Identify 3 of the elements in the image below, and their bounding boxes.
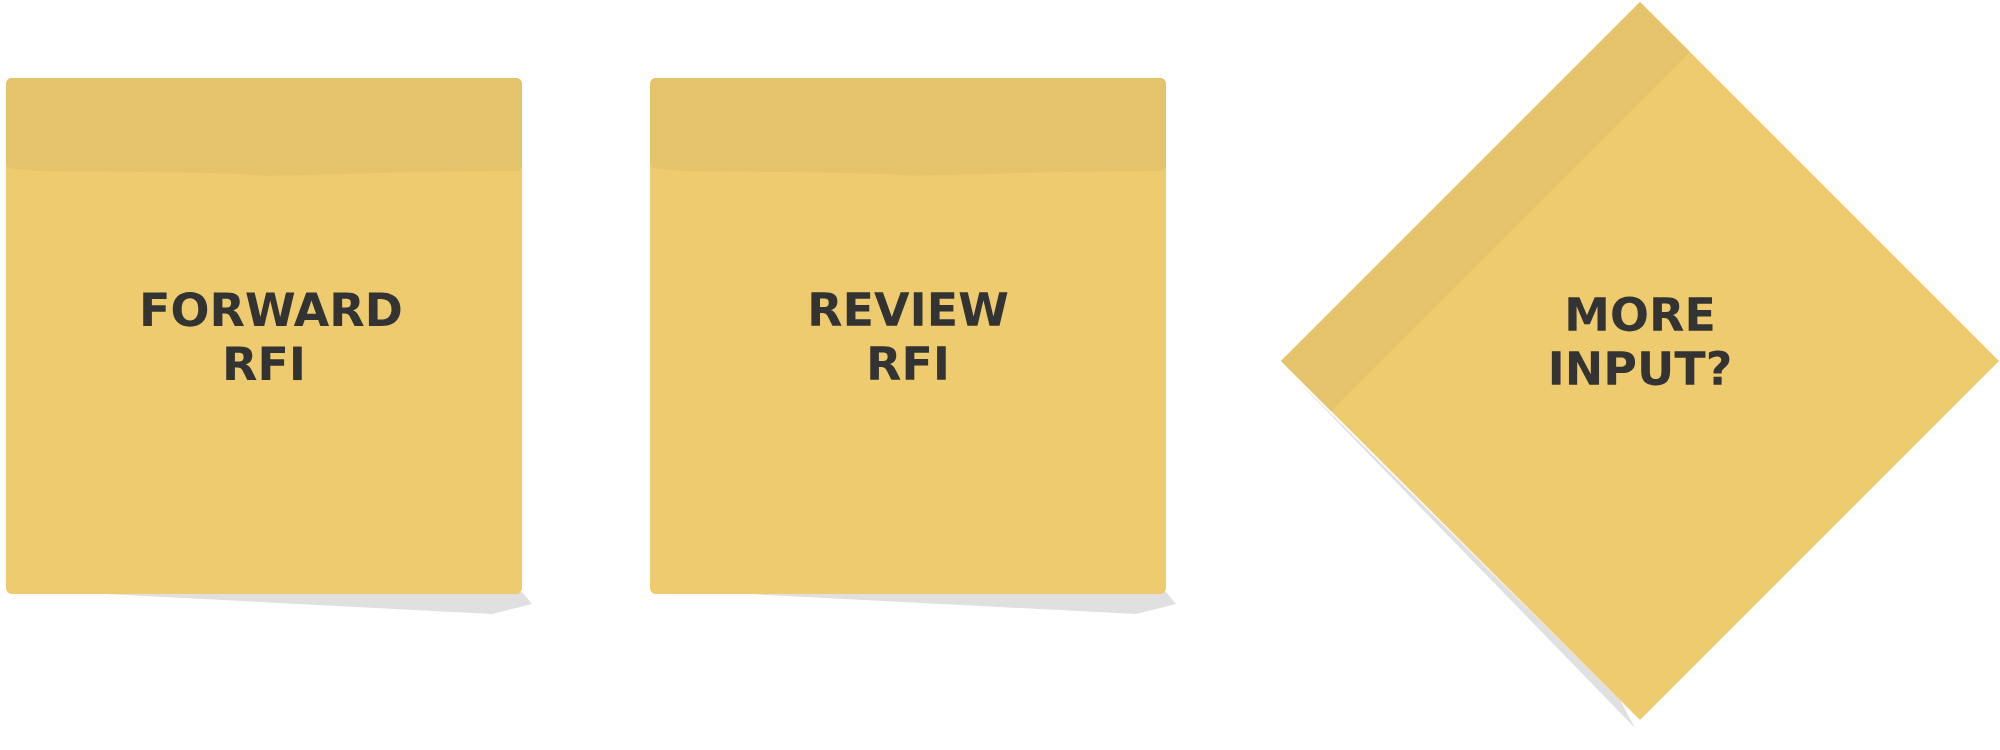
sticky-note: FORWARD RFI xyxy=(6,78,532,614)
sticky-note: REVIEW RFI xyxy=(650,78,1176,614)
sticky-note: MORE INPUT? xyxy=(1281,2,1999,728)
